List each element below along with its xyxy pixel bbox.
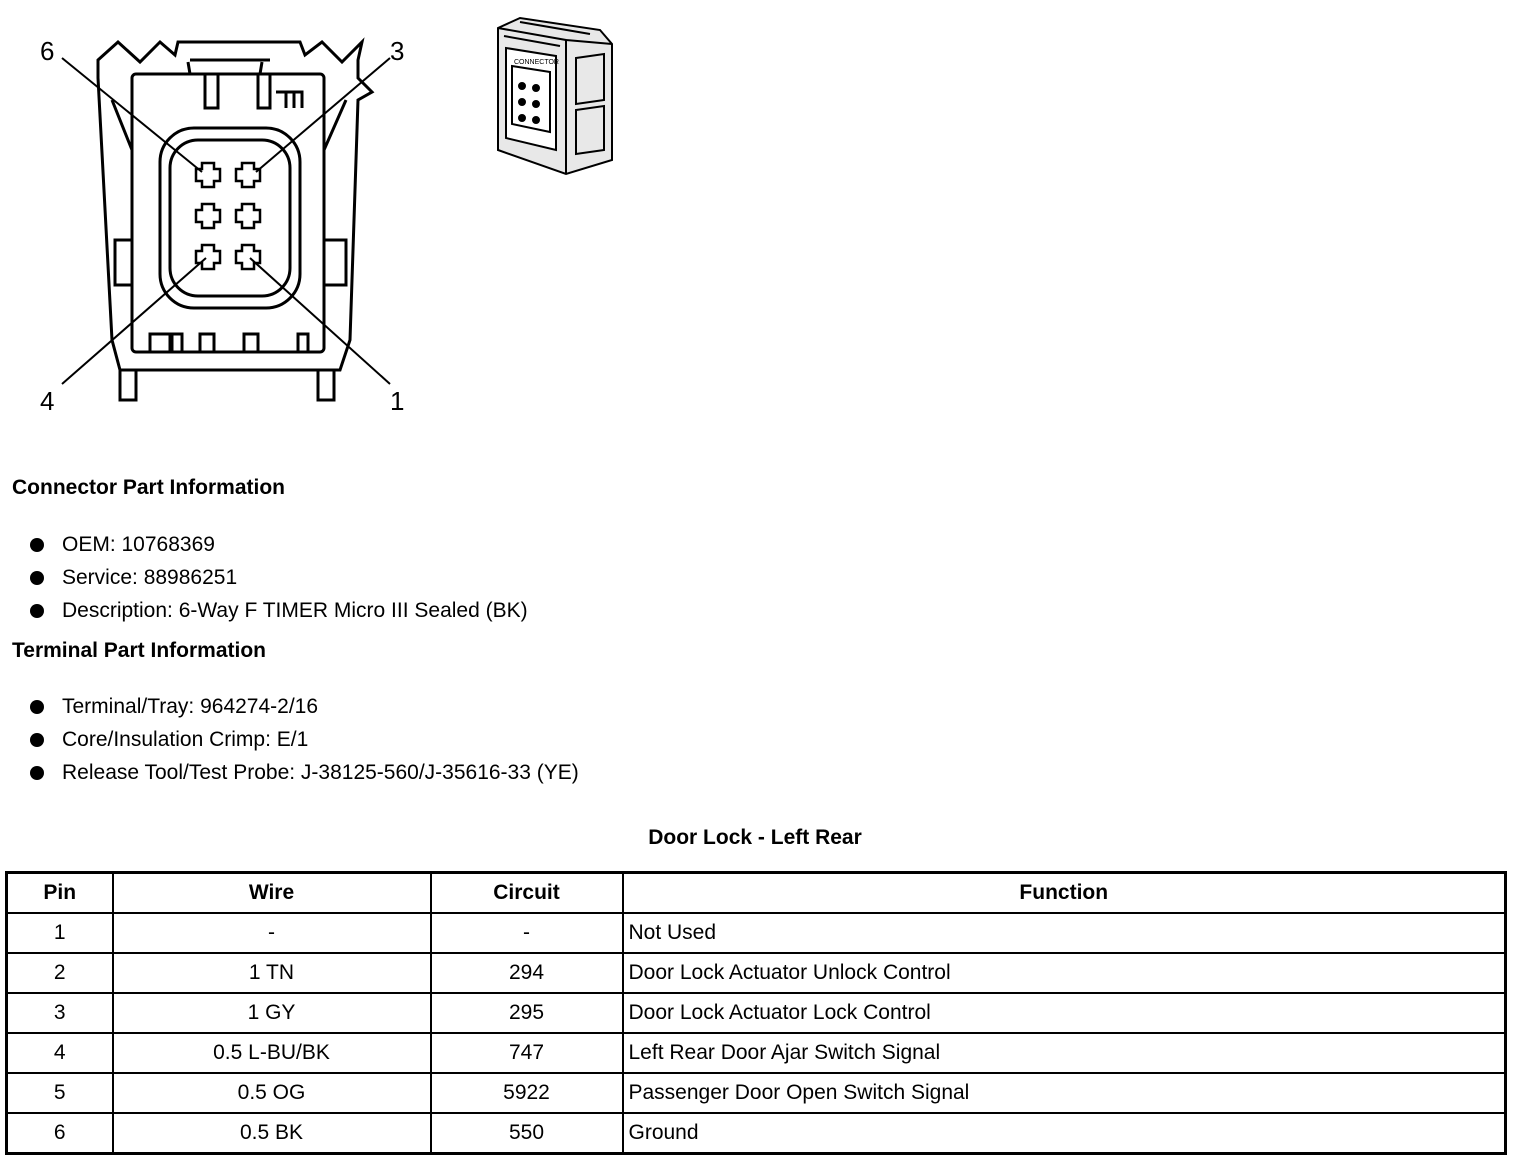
cell-circuit: - <box>429 912 624 954</box>
list-item-text: Service: 88986251 <box>62 566 238 589</box>
bullet-icon <box>30 733 44 747</box>
header-wire: Wire <box>111 871 432 914</box>
pinout-table: Pin Wire Circuit Function 1 - - Not Used… <box>5 871 1507 1155</box>
cell-function: Door Lock Actuator Lock Control <box>621 992 1507 1034</box>
cell-wire: 0.5 L-BU/BK <box>111 1032 432 1074</box>
list-item: Service: 88986251 <box>28 561 528 594</box>
cell-circuit: 294 <box>429 952 624 994</box>
table-row: 5 0.5 OG 5922 Passenger Door Open Switch… <box>5 1072 1507 1114</box>
table-title: Door Lock - Left Rear <box>648 826 862 849</box>
cell-function: Passenger Door Open Switch Signal <box>621 1072 1507 1114</box>
bullet-icon <box>30 538 44 552</box>
table-row: 6 0.5 BK 550 Ground <box>5 1112 1507 1155</box>
list-item: OEM: 10768369 <box>28 528 528 561</box>
table-row: 1 - - Not Used <box>5 912 1507 954</box>
cell-pin: 1 <box>5 912 114 954</box>
cell-wire: 0.5 OG <box>111 1072 432 1114</box>
list-item: Terminal/Tray: 964274-2/16 <box>28 690 579 723</box>
connector-diagram: 6 3 4 1 CONNECTOR <box>40 16 613 416</box>
cell-pin: 3 <box>5 992 114 1034</box>
bullet-icon <box>30 700 44 714</box>
connector-part-info-list: OEM: 10768369 Service: 88986251 Descript… <box>28 528 528 627</box>
pin-label-3: 3 <box>390 36 404 66</box>
table-row: 3 1 GY 295 Door Lock Actuator Lock Contr… <box>5 992 1507 1034</box>
cell-wire: 1 TN <box>111 952 432 994</box>
cell-wire: - <box>111 912 432 954</box>
cell-function: Left Rear Door Ajar Switch Signal <box>621 1032 1507 1074</box>
bullet-icon <box>30 766 44 780</box>
cell-function: Ground <box>621 1112 1507 1155</box>
table-row: 2 1 TN 294 Door Lock Actuator Unlock Con… <box>5 952 1507 994</box>
header-circuit: Circuit <box>429 871 624 914</box>
terminal-part-info-title: Terminal Part Information <box>12 639 266 662</box>
cell-circuit: 747 <box>429 1032 624 1074</box>
list-item-text: OEM: 10768369 <box>62 533 215 556</box>
header-function: Function <box>621 871 1507 914</box>
list-item: Release Tool/Test Probe: J-38125-560/J-3… <box>28 756 579 789</box>
cell-pin: 5 <box>5 1072 114 1114</box>
list-item-text: Core/Insulation Crimp: E/1 <box>62 728 309 751</box>
pin-label-4: 4 <box>40 386 54 416</box>
cell-pin: 2 <box>5 952 114 994</box>
cell-function: Door Lock Actuator Unlock Control <box>621 952 1507 994</box>
header-pin: Pin <box>5 871 114 914</box>
cell-pin: 4 <box>5 1032 114 1074</box>
table-row: 4 0.5 L-BU/BK 747 Left Rear Door Ajar Sw… <box>5 1032 1507 1074</box>
table-header-row: Pin Wire Circuit Function <box>5 871 1507 914</box>
list-item: Core/Insulation Crimp: E/1 <box>28 723 579 756</box>
cell-wire: 1 GY <box>111 992 432 1034</box>
list-item-text: Terminal/Tray: 964274-2/16 <box>62 695 319 718</box>
cell-circuit: 5922 <box>429 1072 624 1114</box>
terminal-part-info-list: Terminal/Tray: 964274-2/16 Core/Insulati… <box>28 690 579 789</box>
bullet-icon <box>30 571 44 585</box>
pin-label-1: 1 <box>390 386 404 416</box>
list-item-text: Release Tool/Test Probe: J-38125-560/J-3… <box>62 761 579 784</box>
cell-circuit: 295 <box>429 992 624 1034</box>
pin-label-6: 6 <box>40 36 54 66</box>
bullet-icon <box>30 604 44 618</box>
cell-circuit: 550 <box>429 1112 624 1155</box>
list-item: Description: 6-Way F TIMER Micro III Sea… <box>28 594 528 627</box>
cell-function: Not Used <box>621 912 1507 954</box>
list-item-text: Description: 6-Way F TIMER Micro III Sea… <box>62 599 528 622</box>
connector-photo-label: CONNECTOR <box>514 59 559 66</box>
cell-pin: 6 <box>5 1112 114 1155</box>
cell-wire: 0.5 BK <box>111 1112 432 1155</box>
connector-photo: CONNECTOR <box>497 16 613 176</box>
connector-part-info-title: Connector Part Information <box>12 476 286 499</box>
